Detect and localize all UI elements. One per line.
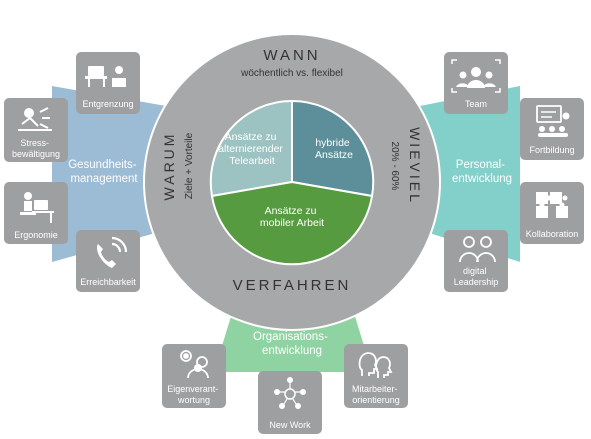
tile-label: Entgrenzung bbox=[82, 99, 133, 109]
tile-team: Team bbox=[444, 52, 508, 114]
tile-label: Team bbox=[465, 99, 487, 109]
tile-label: Kollaboration bbox=[526, 229, 579, 239]
ring-bottom-title: VERFAHREN bbox=[233, 277, 352, 294]
wing-right-label: Personal- entwicklung bbox=[452, 159, 512, 185]
tile-label: Eigenverant- wortung bbox=[167, 384, 221, 405]
tile-label: Ergonomie bbox=[14, 230, 58, 240]
slice-alternierende-telearbeit bbox=[209, 99, 293, 198]
wing-bottom-label: Organisations- entwicklung bbox=[253, 331, 331, 357]
tile-ergonomie: Ergonomie bbox=[4, 182, 68, 244]
leadership-icon bbox=[459, 236, 496, 263]
tile-digital-leadership: digital Leadership bbox=[444, 230, 508, 292]
tile-label: Erreichbarkeit bbox=[80, 277, 136, 287]
pie bbox=[209, 99, 375, 266]
tile-entgrenzung: Entgrenzung bbox=[76, 52, 140, 114]
puzzle-icon bbox=[536, 192, 568, 218]
tile-mitarbeiterorientierung: Mitarbeiter- orientierung bbox=[344, 344, 408, 408]
slice-mobile-arbeit bbox=[210, 180, 374, 266]
ring-right-subtitle: 20% - 60% bbox=[389, 142, 400, 191]
wing-gesundheitsmanagement bbox=[52, 86, 166, 262]
tile-new-work: New Work bbox=[258, 371, 322, 434]
tile-label: Fortbildung bbox=[529, 145, 574, 155]
ring-left-title: WARUM bbox=[161, 132, 177, 201]
phone-icon bbox=[96, 236, 128, 268]
presentation-icon bbox=[536, 105, 570, 137]
desk-chair-icon bbox=[20, 192, 54, 223]
person-gears-icon bbox=[180, 350, 209, 379]
stressed-worker-icon bbox=[18, 107, 52, 131]
tile-kollaboration: Kollaboration bbox=[520, 182, 584, 244]
ring-right-title: WIEVIEL bbox=[407, 127, 423, 205]
ring-top-subtitle: wöchentlich vs. flexibel bbox=[240, 68, 343, 79]
tile-fortbildung: Fortbildung bbox=[520, 98, 584, 160]
slice-left-label: Ansätze zu alternierender Telearbeit bbox=[218, 131, 286, 167]
tile-label: Mitarbeiter- orientierung bbox=[352, 384, 400, 405]
ring-outline bbox=[143, 33, 441, 331]
network-people-icon bbox=[274, 377, 306, 409]
ring-left-subtitle: Ziele + Vorteile bbox=[184, 132, 195, 199]
slice-right-label: hybride Ansätze bbox=[315, 137, 353, 161]
team-icon bbox=[451, 59, 501, 93]
tile-stressbewaeltigung: Stress- bewältigung bbox=[4, 98, 68, 162]
tile-eigenverantwortung: Eigenverant- wortung bbox=[162, 344, 226, 408]
tile-label: Stress- bewältigung bbox=[12, 138, 60, 159]
wing-left-label: Gesundheits- management bbox=[68, 159, 140, 185]
tile-label: digital Leadership bbox=[454, 266, 499, 287]
wing-personalentwicklung bbox=[420, 86, 520, 262]
tile-label: New Work bbox=[269, 420, 311, 430]
sofa-desk-icon bbox=[85, 66, 126, 87]
ring-top-title: WANN bbox=[263, 47, 320, 64]
slice-hybride-ansaetze bbox=[291, 99, 375, 198]
heads-icon bbox=[358, 352, 393, 378]
tile-erreichbarkeit: Erreichbarkeit bbox=[76, 230, 140, 292]
slice-bottom-label: Ansätze zu mobiler Arbeit bbox=[260, 205, 324, 229]
